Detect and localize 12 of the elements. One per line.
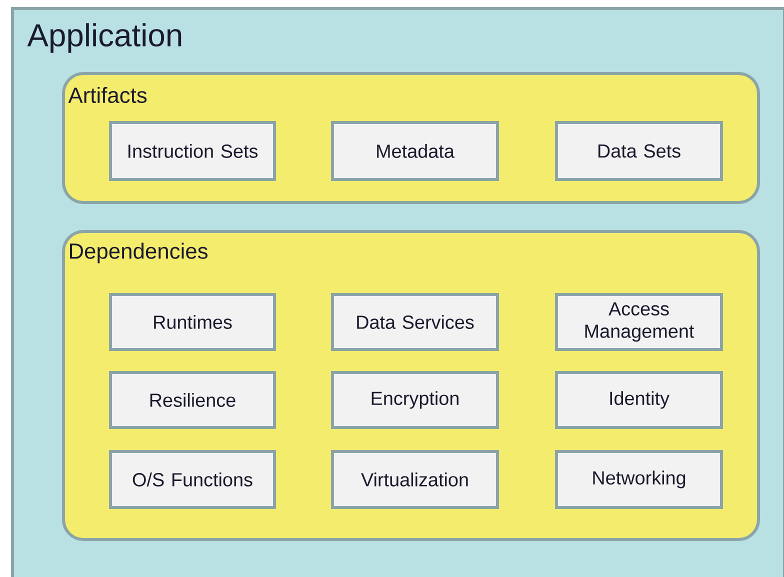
component-box: Identity	[555, 371, 723, 429]
component-box: Runtimes	[109, 293, 276, 351]
component-box: Data Services	[331, 293, 499, 351]
component-box: Access Management	[555, 293, 723, 351]
component-box: Virtualization	[331, 450, 499, 509]
component-box: Instruction Sets	[109, 121, 276, 181]
component-box: Data Sets	[555, 121, 723, 181]
component-box: Resilience	[109, 371, 276, 429]
component-box: Networking	[555, 450, 723, 509]
component-box: O/S Functions	[109, 450, 276, 509]
component-box: Metadata	[331, 121, 499, 181]
component-box: Encryption	[331, 371, 499, 429]
